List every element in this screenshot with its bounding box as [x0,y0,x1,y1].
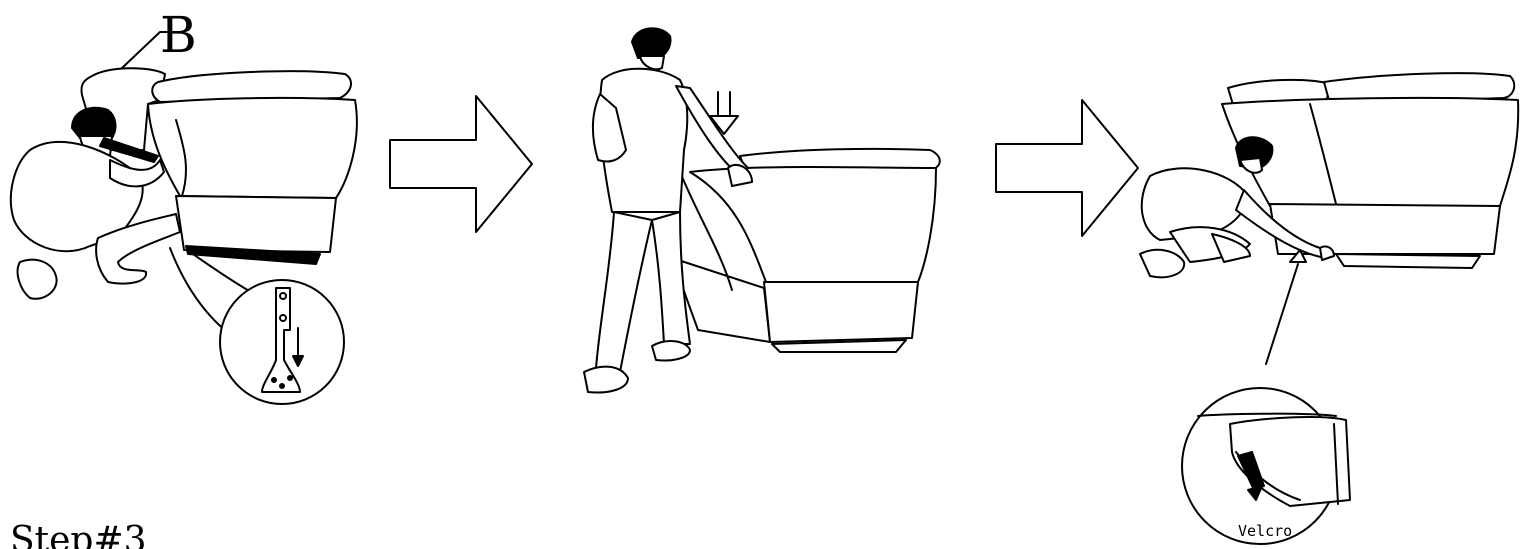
chair-1 [148,71,357,264]
pointer-line-3 [1266,264,1298,364]
panel-2-push-down [584,28,940,392]
step-label: Step#3 [10,520,147,549]
label-velcro: Velcro [1238,522,1292,540]
man-standing-2 [584,28,752,392]
label-b: B [160,6,197,64]
chair-2 [672,149,940,352]
chair-3 [1222,73,1518,268]
panel-1-attach-back: B [11,6,357,404]
panel-3-attach-velcro: Velcro [1140,73,1518,544]
right-arrow-icon [390,96,532,232]
right-arrow-icon [996,100,1138,236]
